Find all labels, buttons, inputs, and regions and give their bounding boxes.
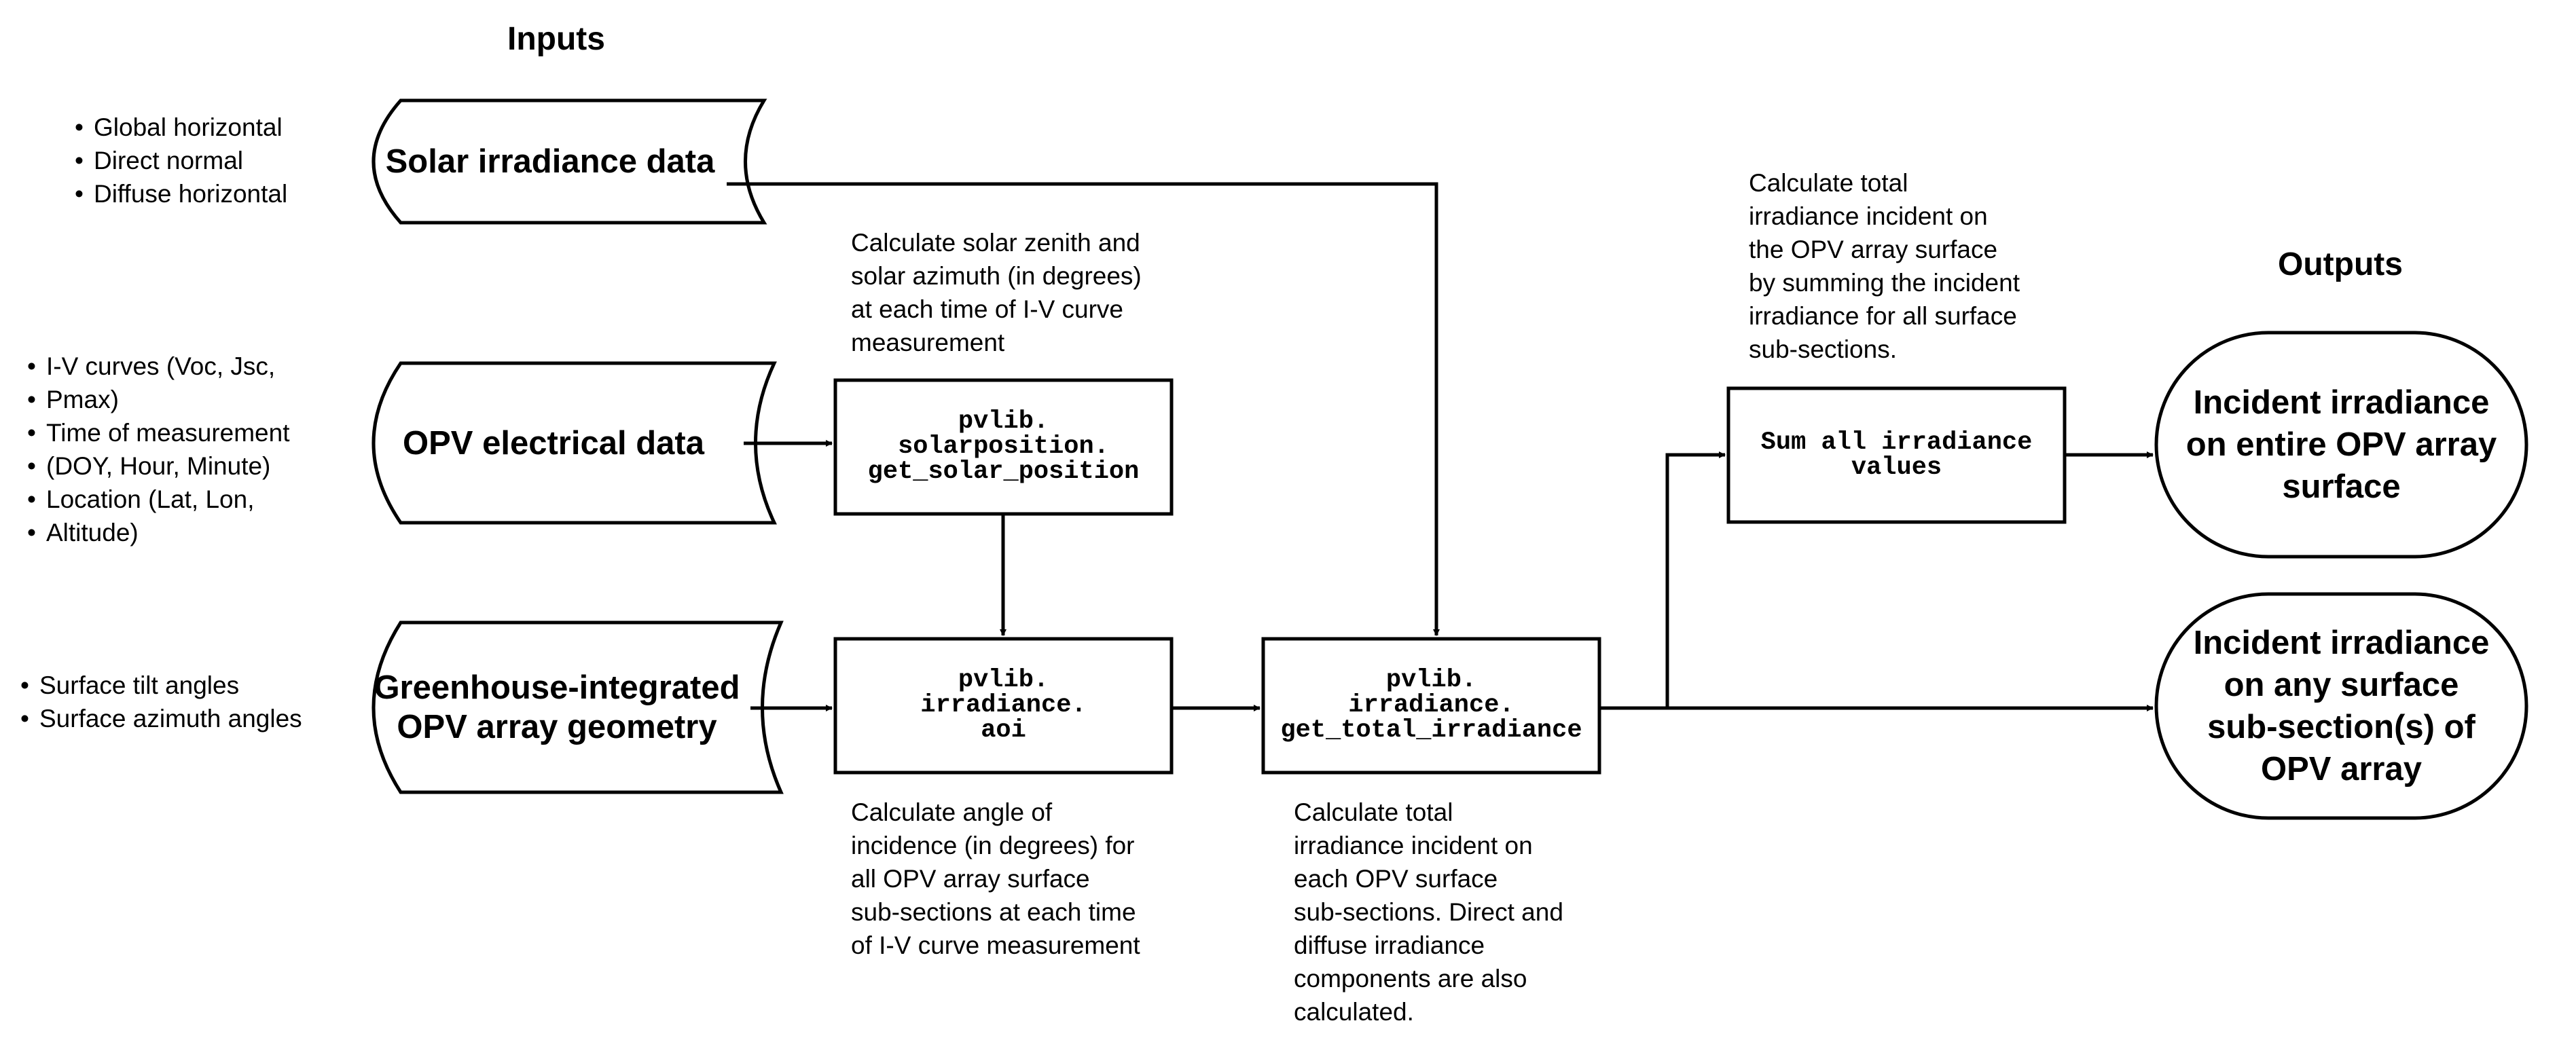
- list-item: Location (Lat, Lon,: [27, 483, 289, 516]
- opv-input-list: I-V curves (Voc, Jsc,Pmax)Time of measur…: [27, 350, 289, 549]
- text-line: Calculate total: [1294, 798, 1453, 826]
- text-line: irradiance incident on: [1749, 202, 1988, 230]
- aoi-note-text: Calculate angle of incidence (in degrees)…: [851, 796, 1140, 962]
- text-line: each OPV surface: [1294, 865, 1498, 893]
- solar-input-list: Global horizontalDirect normalDiffuse ho…: [75, 111, 287, 210]
- aoi-label-text: pvlib.irradiance.aoi: [920, 668, 1086, 743]
- aoi-label: pvlib.irradiance.aoi: [835, 639, 1172, 773]
- text-line: incidence (in degrees) for: [851, 832, 1135, 859]
- text-line: Calculate angle of: [851, 798, 1053, 826]
- total-irradiance-box: [1261, 637, 1601, 775]
- text-line: aoi: [981, 716, 1026, 745]
- solarposition-note: Calculate solar zenith and solar azimuth …: [851, 226, 1142, 359]
- text-line: components are also: [1294, 965, 1527, 993]
- total-irradiance-note-text: Calculate total irradiance incident on eac…: [1294, 796, 1563, 1028]
- text-line: by summing the incident: [1749, 269, 2020, 297]
- geometry-input-list: Surface tilt anglesSurface azimuth angle…: [20, 669, 302, 735]
- text-line: the OPV array surface: [1749, 236, 1998, 263]
- opv-data-shape: [371, 361, 777, 525]
- solarposition-box: [833, 378, 1174, 516]
- opv-data-label-text: OPV electrical data: [403, 424, 704, 463]
- text-line: OPV array: [2260, 751, 2422, 787]
- text-line: Incident irradiance: [2193, 625, 2490, 661]
- total-irradiance-label-text: pvlib.irradiance.get_total_irradiance: [1280, 668, 1582, 743]
- text-line: Calculate total: [1749, 169, 1908, 197]
- text-line: pvlib.: [1385, 666, 1477, 694]
- text-line: on any surface: [2224, 667, 2459, 703]
- geometry-data-shape: [371, 620, 784, 794]
- text-line: pvlib.: [958, 666, 1049, 694]
- list-item: Pmax): [27, 383, 289, 416]
- list-item: I-V curves (Voc, Jsc,: [27, 350, 289, 383]
- text-line: irradiance for all surface: [1749, 302, 2017, 330]
- text-line: all OPV array surface: [851, 865, 1090, 893]
- solar-data-label-text: Solar irradiance data: [386, 142, 715, 181]
- text-line: irradiance.: [1348, 691, 1514, 720]
- text-line: measurement: [851, 329, 1005, 356]
- text-line: Solar irradiance data: [385, 143, 715, 180]
- output-sub-shape: [2154, 592, 2528, 820]
- list-item: Global horizontal: [75, 111, 287, 144]
- text-line: get_solar_position: [867, 458, 1140, 486]
- text-line: calculated.: [1294, 998, 1414, 1026]
- text-line: Calculate solar zenith and: [851, 229, 1140, 257]
- text-line: Incident irradiance: [2193, 384, 2490, 421]
- total-irradiance-note: Calculate total irradiance incident on eac…: [1294, 796, 1563, 1028]
- outputs-heading: Outputs: [2278, 246, 2403, 282]
- text-line: sub-sections.: [1749, 335, 1897, 363]
- text-line: Sum all irradiance: [1760, 428, 2033, 457]
- text-line: solarposition.: [898, 432, 1109, 461]
- solar-data-label: Solar irradiance data: [353, 100, 747, 223]
- text-line: on entire OPV array: [2185, 426, 2497, 463]
- list-item: Altitude): [27, 516, 289, 549]
- aoi-box: [833, 637, 1174, 775]
- text-line: of I-V curve measurement: [851, 931, 1140, 959]
- sum-note-text: Calculate total irradiance incident on the…: [1749, 166, 2020, 366]
- text-line: sub-sections. Direct and: [1294, 898, 1563, 926]
- arrow-total-to-sum: [1599, 451, 1726, 710]
- text-line: diffuse irradiance: [1294, 931, 1485, 959]
- list-item: Time of measurement: [27, 416, 289, 449]
- sum-note: Calculate total irradiance incident on the…: [1749, 166, 2020, 366]
- output-entire-shape: [2154, 331, 2528, 559]
- text-line: surface: [2282, 468, 2401, 505]
- text-line: Greenhouse-integrated: [374, 669, 740, 706]
- text-line: sub-section(s) of: [2207, 709, 2475, 745]
- arrow-solar-to-total: [727, 182, 1440, 636]
- text-line: OPV array geometry: [397, 709, 717, 745]
- list-item: (DOY, Hour, Minute): [27, 449, 289, 483]
- aoi-note: Calculate angle of incidence (in degrees)…: [851, 796, 1140, 962]
- list-item: Surface azimuth angles: [20, 702, 302, 735]
- opv-data-label: OPV electrical data: [353, 363, 754, 523]
- solarposition-label: pvlib.solarposition.get_solar_position: [835, 380, 1172, 514]
- solarposition-note-text: Calculate solar zenith and solar azimuth …: [851, 226, 1142, 359]
- text-line: values: [1851, 453, 1942, 482]
- text-line: irradiance incident on: [1294, 832, 1533, 859]
- text-line: get_total_irradiance: [1280, 716, 1582, 745]
- inputs-heading: Inputs: [507, 21, 605, 57]
- text-line: solar azimuth (in degrees): [851, 262, 1142, 290]
- total-irradiance-label: pvlib.irradiance.get_total_irradiance: [1263, 639, 1599, 773]
- solarposition-label-text: pvlib.solarposition.get_solar_position: [868, 409, 1140, 485]
- text-line: at each time of I-V curve: [851, 295, 1124, 323]
- list-item: Direct normal: [75, 144, 287, 177]
- solar-data-shape: [371, 98, 767, 225]
- list-item: Diffuse horizontal: [75, 177, 287, 210]
- text-line: sub-sections at each time: [851, 898, 1136, 926]
- output-entire-label-text: Incident irradiance on entire OPV array su…: [2186, 382, 2497, 508]
- output-sub-label: Incident irradiance on any surface sub-sec…: [2156, 594, 2526, 818]
- text-line: pvlib.: [958, 407, 1049, 436]
- output-entire-label: Incident irradiance on entire OPV array su…: [2156, 333, 2526, 557]
- list-item: Surface tilt angles: [20, 669, 302, 702]
- text-line: irradiance.: [920, 691, 1087, 720]
- text-line: OPV electrical data: [403, 424, 704, 462]
- output-sub-label-text: Incident irradiance on any surface sub-sec…: [2194, 622, 2490, 790]
